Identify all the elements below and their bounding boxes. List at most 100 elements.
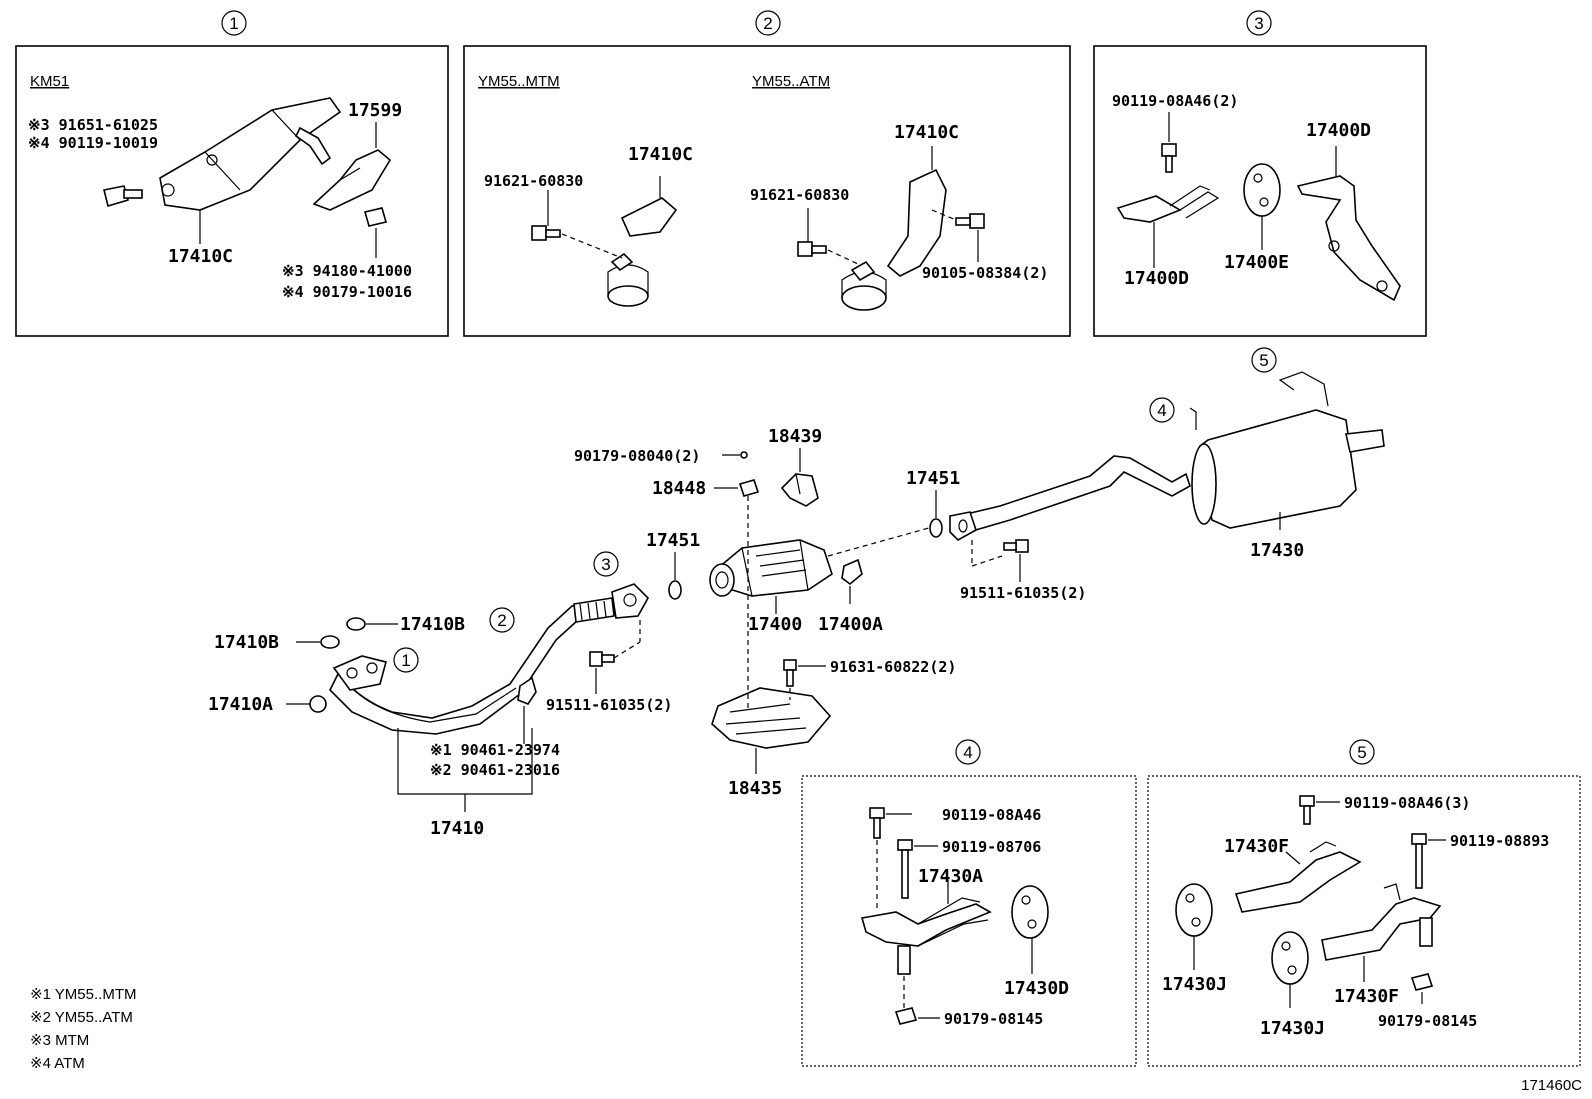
nut-90179-08040-drawing — [740, 451, 748, 459]
part-label-17599: 17599 — [348, 100, 402, 121]
bracket-17430f-top-drawing — [1234, 841, 1362, 913]
bolt-91511-left-drawing — [589, 651, 615, 667]
tailpipe-muffler-17430-drawing — [949, 371, 1385, 541]
footnote-3: ※3 MTM — [30, 1032, 89, 1049]
part-label-17410b-right: 17410B — [400, 614, 465, 635]
part-label-gasket-atm: ※2 90461-23016 — [430, 761, 560, 779]
front-pipe-17410-drawing — [329, 583, 649, 735]
part-label-nut: 90179-08145 — [1378, 1012, 1477, 1030]
bolt-b-drawing — [1411, 833, 1427, 889]
panel-2: 2 YM55..MTM YM55..ATM 91621-60830 17410C — [463, 10, 1071, 337]
part-label-nut-mtm: ※3 94180-41000 — [282, 262, 412, 280]
part-label-nut-atm: ※4 90179-10016 — [282, 283, 412, 301]
svg-text:4: 4 — [1157, 401, 1166, 420]
bracket-17430f-bottom-drawing — [1321, 883, 1442, 961]
gasket-17451-left-drawing — [668, 580, 682, 600]
panel-number: 5 — [1357, 743, 1366, 762]
panel-4: 4 90119-08A46 90119-08706 — [801, 739, 1137, 1067]
part-label-18435: 18435 — [728, 778, 782, 799]
bolt-91511-right-drawing — [1003, 539, 1029, 553]
svg-text:2: 2 — [497, 611, 506, 630]
part-label-17430f-top: 17430F — [1224, 836, 1289, 857]
part-label-bolt-b: 90119-08893 — [1450, 832, 1549, 850]
exhaust-bracket-17410c-drawing — [159, 97, 342, 211]
panel-frame — [15, 45, 449, 337]
rubber-mount-17430d-drawing — [1011, 885, 1049, 939]
nut-drawing — [1410, 973, 1434, 991]
nut-drawing — [894, 1007, 918, 1025]
svg-text:1: 1 — [401, 651, 410, 670]
part-label-17400d-top: 17400D — [1306, 120, 1371, 141]
main-callout-1: 1 — [393, 647, 419, 673]
part-label-17400d-bottom: 17400D — [1124, 268, 1189, 289]
footnote-2: ※2 YM55..ATM — [30, 1009, 133, 1026]
bolt-drawing — [1161, 143, 1177, 173]
bracket-17400d-small-drawing — [1116, 185, 1220, 223]
part-label-18448: 18448 — [652, 478, 706, 499]
panel-number: 3 — [1254, 14, 1263, 33]
part-label-91511-right: 91511-61035(2) — [960, 584, 1086, 602]
bracket-17400d-large-drawing — [1296, 175, 1401, 302]
part-label-17430f-bottom: 17430F — [1334, 986, 1399, 1007]
variant-label: KM51 — [30, 73, 69, 90]
part-label-17410a: 17410A — [208, 694, 273, 715]
main-assembly: 1 2 3 4 5 90179-08040(2) 18439 18448 174… — [208, 347, 1385, 839]
bracket-17400a-drawing — [841, 558, 863, 586]
part-label-bolt-atm: 91621-60830 — [750, 186, 849, 204]
part-label-17410c-mtm: 17410C — [628, 144, 693, 165]
part-label-18439: 18439 — [768, 426, 822, 447]
part-label-17410: 17410 — [430, 818, 484, 839]
nut-drawing — [364, 207, 387, 227]
part-label-bolt-mtm: 91621-60830 — [484, 172, 583, 190]
panel-number: 2 — [763, 14, 772, 33]
bolt-mtm-drawing — [531, 225, 561, 241]
main-callout-4: 4 — [1149, 397, 1175, 423]
main-callout-3: 3 — [593, 551, 619, 577]
part-label-17400: 17400 — [748, 614, 802, 635]
bolt-atm-drawing — [797, 213, 985, 257]
bolt-drawing — [103, 185, 143, 208]
part-label-bolt-a: 90119-08A46(3) — [1344, 794, 1470, 812]
panel-number: 4 — [963, 743, 972, 762]
rubber-mount-17400e-drawing — [1243, 163, 1281, 217]
part-label-bolt-atm-2: 90105-08384(2) — [922, 264, 1048, 282]
clip-gasket-drawing — [517, 676, 537, 705]
footnote-4: ※4 ATM — [30, 1055, 85, 1072]
nut-17410b-drawing — [309, 617, 366, 713]
heat-shield-17599-drawing — [312, 149, 392, 211]
part-label-bolt-mtm: ※3 91651-61025 — [28, 116, 158, 134]
panel-number-circle — [955, 739, 981, 765]
part-label-91511-left: 91511-61035(2) — [546, 696, 672, 714]
shield-18439-drawing — [780, 473, 819, 507]
footnote-1: ※1 YM55..MTM — [30, 986, 136, 1003]
variant-label-mtm: YM55..MTM — [478, 73, 560, 90]
panel-5: 5 — [1147, 739, 1581, 1067]
bolt-a-drawing — [869, 807, 885, 839]
part-label-bolt-a: 90119-08A46 — [942, 806, 1041, 824]
part-label-17430a: 17430A — [918, 866, 983, 887]
part-label-gasket-mtm: ※1 90461-23974 — [430, 741, 560, 759]
bolt-a-drawing — [1299, 795, 1315, 825]
part-label-17410c: 17410C — [168, 246, 233, 267]
part-label-17410c-atm: 17410C — [894, 122, 959, 143]
catalytic-converter-17400-drawing — [709, 539, 833, 597]
panel-1: 1 KM51 17599 17410C ※3 91651-61025 ※4 90… — [15, 10, 449, 337]
main-callout-5: 5 — [1251, 347, 1277, 373]
bracket-17430a-drawing — [860, 897, 992, 975]
bolt-91631-drawing — [783, 659, 797, 687]
main-callout-2: 2 — [489, 607, 515, 633]
part-label-bolt-b: 90119-08706 — [942, 838, 1041, 856]
part-label-17451-left: 17451 — [646, 530, 700, 551]
svg-text:3: 3 — [601, 555, 610, 574]
part-label-17430j-left: 17430J — [1162, 974, 1227, 995]
part-label-bolt-atm: ※4 90119-10019 — [28, 134, 158, 152]
reference-id: 171460C — [1521, 1077, 1582, 1094]
panel-number-circle — [755, 10, 781, 36]
part-label-17410b-left: 17410B — [214, 632, 279, 653]
part-label-90179-08040: 90179-08040(2) — [574, 447, 700, 465]
footnotes: ※1 YM55..MTM ※2 YM55..ATM ※3 MTM ※4 ATM — [30, 986, 136, 1072]
part-label-17430j-mid: 17430J — [1260, 1018, 1325, 1039]
rubber-mount-17430j-left-drawing — [1175, 883, 1213, 937]
part-label-91631: 91631-60822(2) — [830, 658, 956, 676]
part-label-bolt: 90119-08A46(2) — [1112, 92, 1238, 110]
